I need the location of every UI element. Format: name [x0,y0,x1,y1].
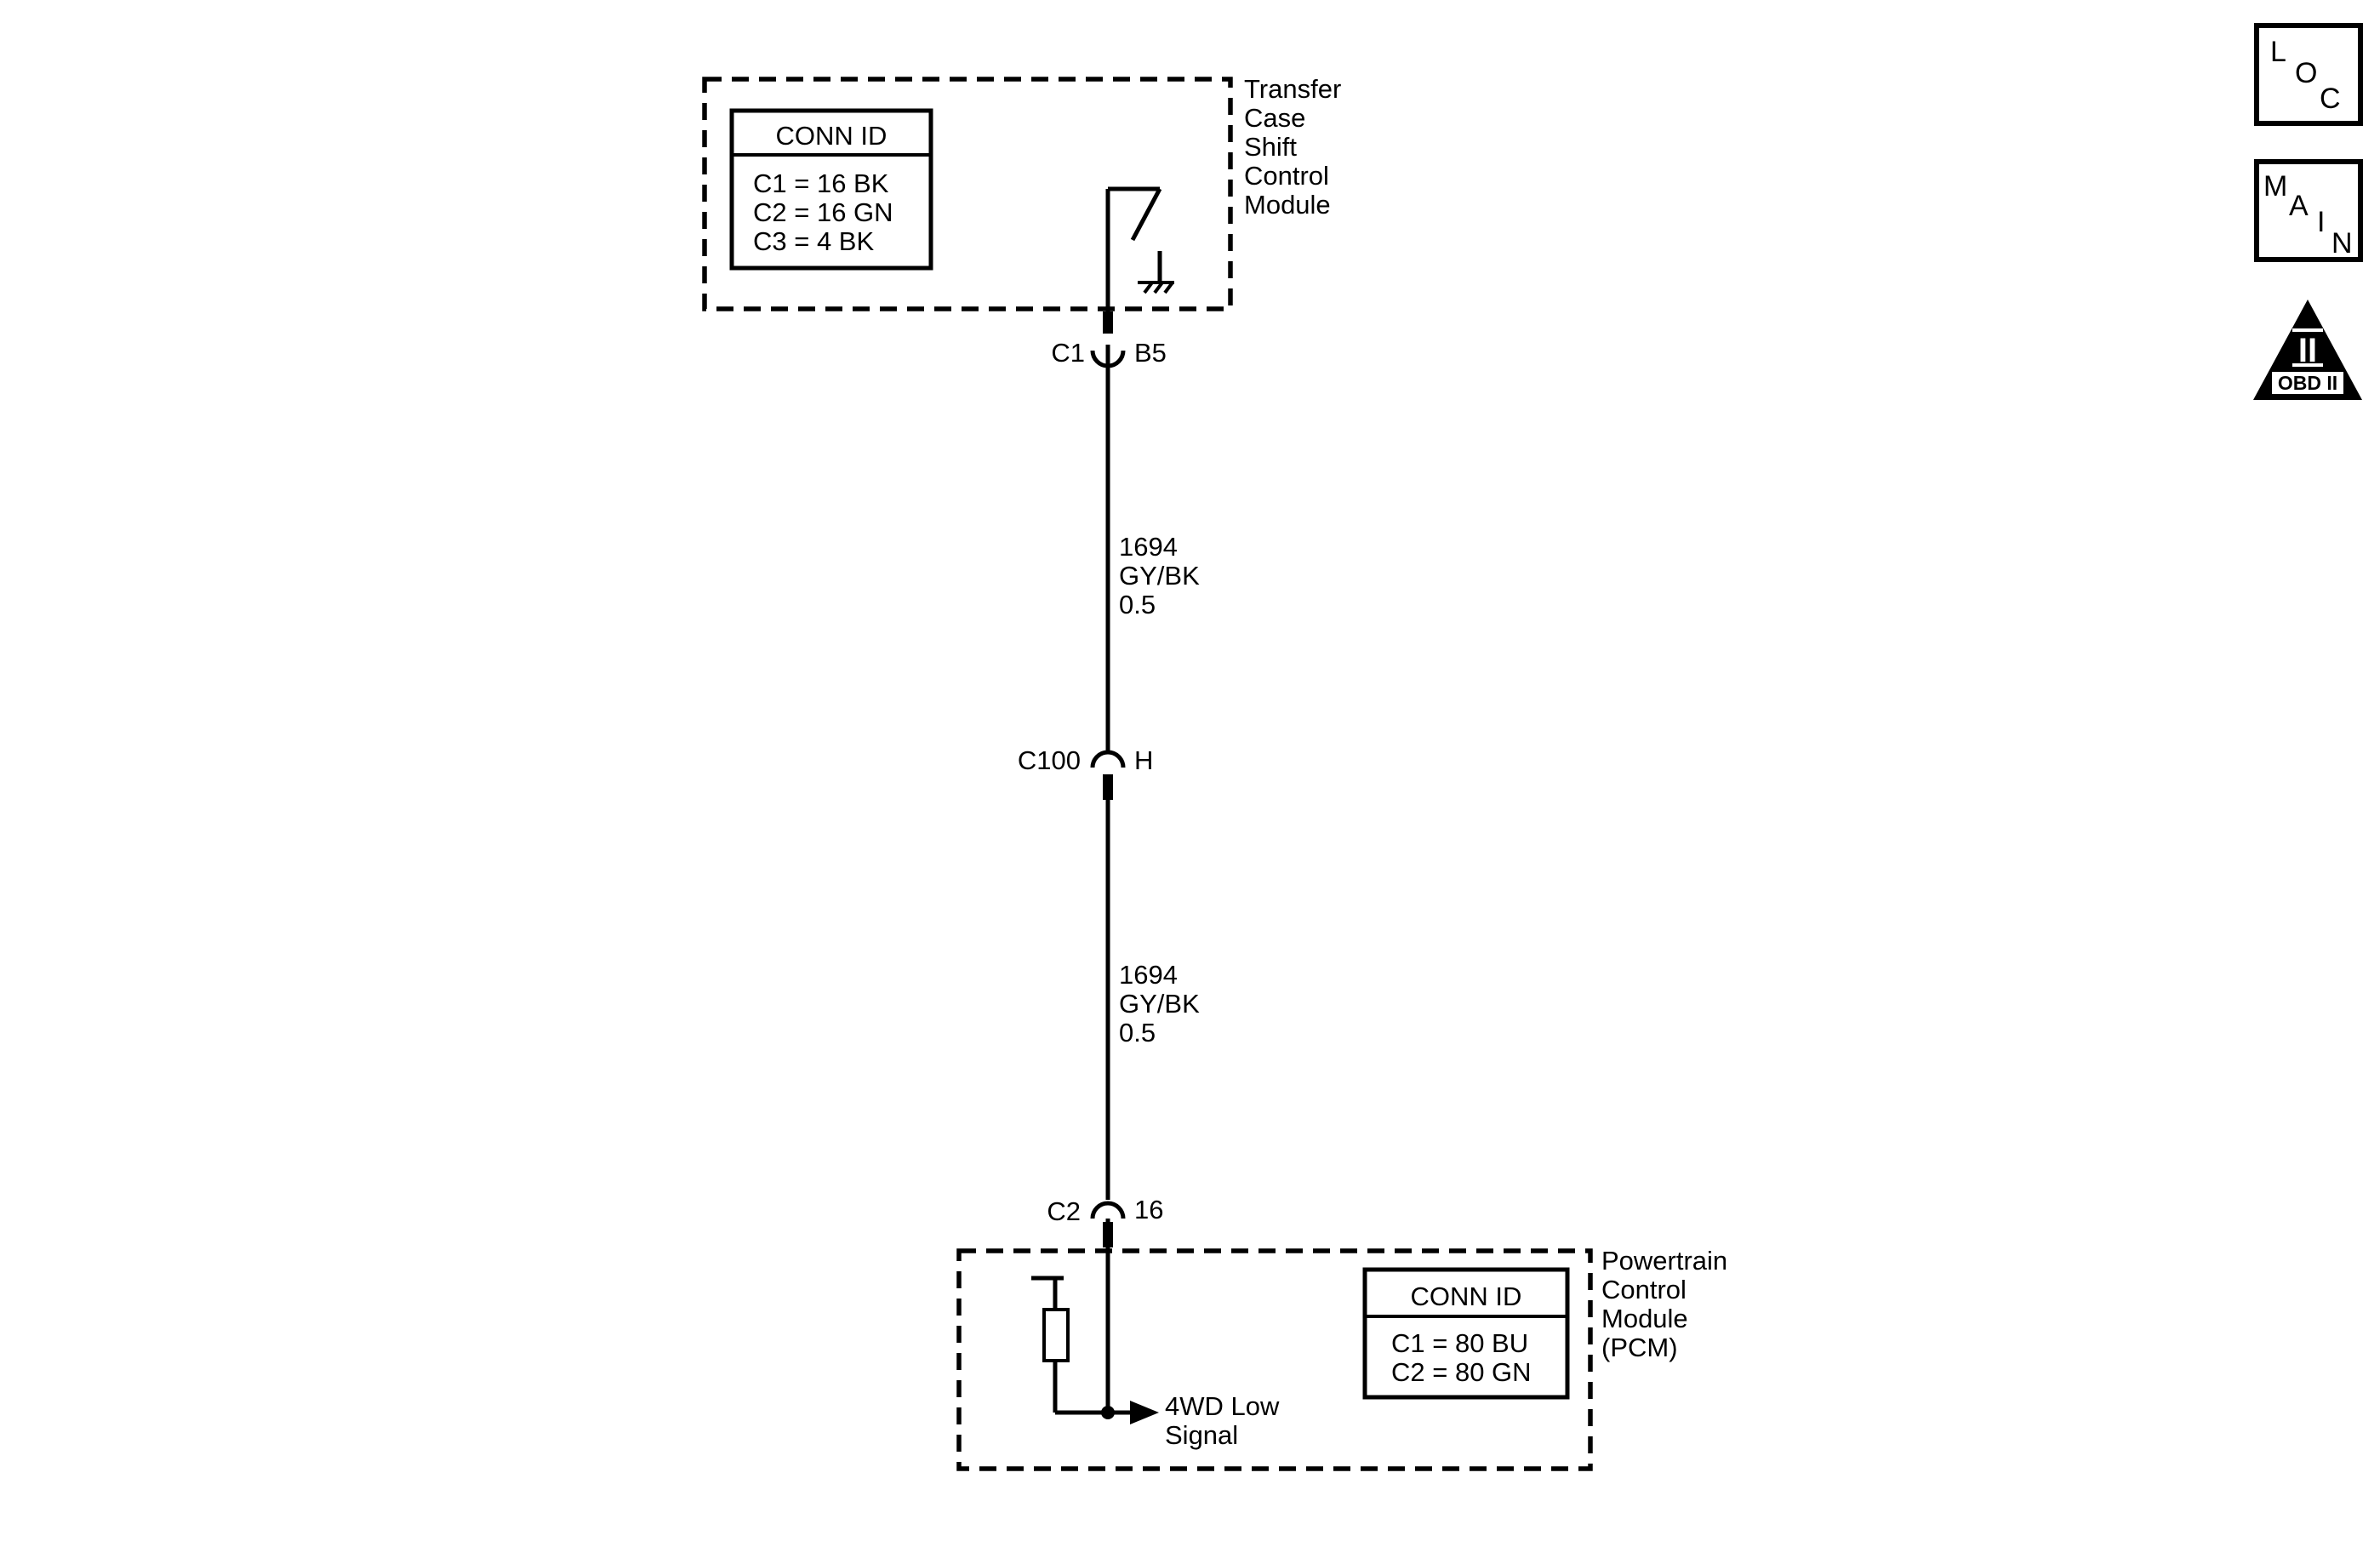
tccm-conn-row-1: C1 = 16 BK [753,168,889,198]
pcm-name-line-3: Module [1601,1304,1688,1333]
tccm-boundary [702,77,1233,311]
connector-c100: C100 H [1018,745,1153,800]
connector-c100-label: C100 [1018,745,1081,775]
svg-text:N: N [2331,227,2353,260]
wire-2-color: GY/BK [1119,989,1200,1019]
obd-ii-icon[interactable]: II OBD II [2253,300,2362,400]
pcm-name-line-1: Powertrain [1601,1246,1727,1276]
wire-1-color: GY/BK [1119,561,1200,591]
tccm-name-line-5: Module [1244,190,1331,220]
pcm-signal-line-2: Signal [1165,1420,1238,1450]
connector-c100-pin: H [1134,745,1153,775]
pcm-conn-row-2: C2 = 80 GN [1391,1357,1532,1387]
arrow-right-icon [1130,1401,1159,1424]
connector-c1-label: C1 [1051,338,1085,368]
connector-c2: C2 16 [1047,1195,1163,1247]
pcm-boundary [956,1248,1593,1471]
obd-label: OBD II [2278,372,2337,394]
tccm-conn-row-3: C3 = 4 BK [753,226,874,256]
wire-2-circuit: 1694 [1119,960,1178,990]
wire-1-size: 0.5 [1119,590,1156,619]
pcm-name-line-2: Control [1601,1275,1687,1304]
tccm-conn-id-title: CONN ID [776,121,888,151]
pcm-conn-row-1: C1 = 80 BU [1391,1328,1528,1358]
tccm-name-line-4: Control [1244,161,1329,191]
svg-text:O: O [2295,57,2317,89]
tccm-name-line-3: Shift [1244,132,1297,162]
svg-text:L: L [2270,36,2286,68]
transfer-case-shift-control-module: Transfer Case Shift Control Module CONN … [702,74,1341,311]
svg-text:M: M [2263,170,2287,203]
pcm-name-line-4: (PCM) [1601,1333,1678,1362]
switch-icon [1108,186,1162,281]
ground-icon [1138,281,1174,294]
connector-c1: C1 B5 [1051,311,1167,368]
junction-dot [1101,1406,1115,1419]
wire-2-size: 0.5 [1119,1018,1156,1047]
obd-numeral: II [2298,332,2317,369]
wire-label-1: 1694 GY/BK 0.5 [1119,532,1200,619]
tccm-conn-row-2: C2 = 16 GN [753,197,893,227]
pcm-signal-line-1: 4WD Low [1165,1391,1280,1421]
powertrain-control-module: Powertrain Control Module (PCM) CONN ID … [956,1246,1727,1471]
pcm-conn-id-box: CONN ID C1 = 80 BU C2 = 80 GN [1362,1267,1570,1400]
svg-text:A: A [2289,190,2309,222]
loc-icon[interactable]: L O C [2254,23,2363,126]
pcm-conn-id-title: CONN ID [1411,1281,1522,1311]
wire-label-2: 1694 GY/BK 0.5 [1119,960,1200,1047]
tccm-conn-id-box: CONN ID C1 = 16 BK C2 = 16 GN C3 = 4 BK [729,108,933,271]
svg-text:C: C [2320,83,2341,115]
main-icon[interactable]: M A I N [2254,159,2363,262]
connector-c2-pin: 16 [1134,1195,1163,1224]
wire-1-circuit: 1694 [1119,532,1178,562]
connector-c1-pin: B5 [1134,338,1167,368]
svg-text:I: I [2317,206,2325,238]
tccm-name-line-2: Case [1244,103,1305,133]
connector-c2-label: C2 [1047,1196,1081,1226]
pull-up-resistor-icon [1031,1276,1132,1415]
tccm-name-line-1: Transfer [1244,74,1341,104]
